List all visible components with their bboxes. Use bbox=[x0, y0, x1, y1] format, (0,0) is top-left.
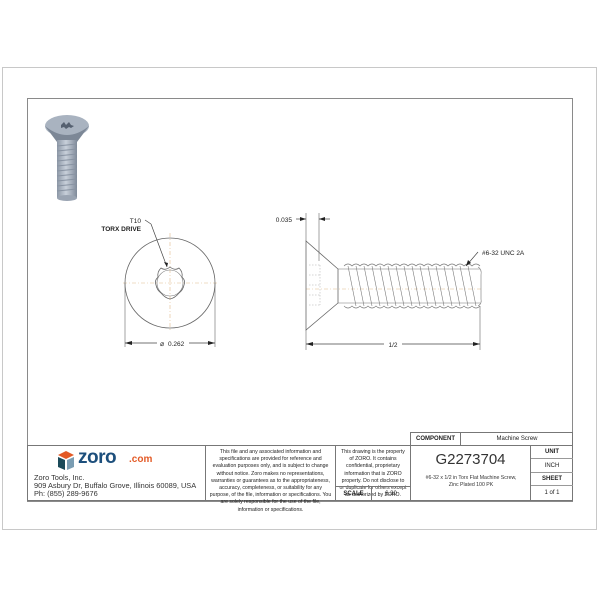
side-view-drawing: 0.035 #6-32 UNC 2A 1/2 bbox=[276, 213, 525, 350]
front-view-drawing: T10 TORX DRIVE ⌀ 0.262 bbox=[101, 218, 217, 348]
company-panel: zoro .com Zoro Tools, Inc. 909 Asbury Dr… bbox=[30, 447, 200, 499]
unit-value: INCH bbox=[531, 459, 573, 473]
thread-callout: #6-32 UNC 2A bbox=[482, 250, 525, 257]
unit-sheet-cell: UNIT INCH SHEET 1 of 1 bbox=[530, 445, 573, 501]
outer-border bbox=[2, 67, 597, 530]
company-phone: Ph: (855) 289-9676 bbox=[34, 489, 98, 498]
sheet-label: SHEET bbox=[531, 473, 573, 486]
component-label: COMPONENT bbox=[411, 433, 461, 445]
head-height-label: 0.035 bbox=[276, 217, 293, 224]
property-notice: This drawing is the property of ZORO. It… bbox=[339, 449, 407, 499]
company-name: Zoro Tools, Inc. bbox=[34, 473, 85, 482]
brand-suffix: .com bbox=[129, 454, 153, 465]
scale-row: SCALE 6.30 bbox=[336, 486, 410, 501]
company-address: 909 Asbury Dr, Buffalo Grove, Illinois 6… bbox=[34, 481, 197, 490]
diameter-label: 0.262 bbox=[168, 341, 185, 348]
screw-render-image bbox=[45, 115, 89, 201]
component-row: COMPONENT Machine Screw bbox=[410, 432, 573, 446]
drive-type-label: TORX DRIVE bbox=[101, 226, 141, 233]
brand-name: zoro bbox=[78, 447, 117, 468]
countersunk-head bbox=[305, 240, 339, 331]
centerlines bbox=[123, 233, 217, 330]
part-description: #6-32 x 1/2 in Torx Flat Machine Screw, … bbox=[425, 475, 517, 488]
part-number: G2273704 bbox=[435, 451, 506, 468]
unit-label: UNIT bbox=[531, 445, 573, 459]
scale-label: SCALE bbox=[336, 487, 372, 501]
disclaimer-cell: This file and any associated information… bbox=[205, 445, 335, 513]
thread-profile bbox=[338, 263, 482, 309]
diameter-symbol: ⌀ bbox=[160, 341, 164, 348]
disclaimer-text: This file and any associated information… bbox=[209, 449, 332, 513]
drive-size-label: T10 bbox=[130, 218, 142, 225]
scale-value: 6.30 bbox=[385, 491, 397, 497]
title-block bbox=[27, 445, 573, 501]
zoro-logo-icon bbox=[58, 451, 74, 470]
component-value: Machine Screw bbox=[496, 436, 538, 442]
drawing-frame bbox=[27, 98, 573, 502]
torx-recess bbox=[154, 266, 186, 300]
sheet-value: 1 of 1 bbox=[544, 490, 560, 496]
part-cell: G2273704 #6-32 x 1/2 in Torx Flat Machin… bbox=[410, 445, 530, 501]
length-label: 1/2 bbox=[388, 342, 397, 349]
property-cell: This drawing is the property of ZORO. It… bbox=[335, 445, 410, 501]
